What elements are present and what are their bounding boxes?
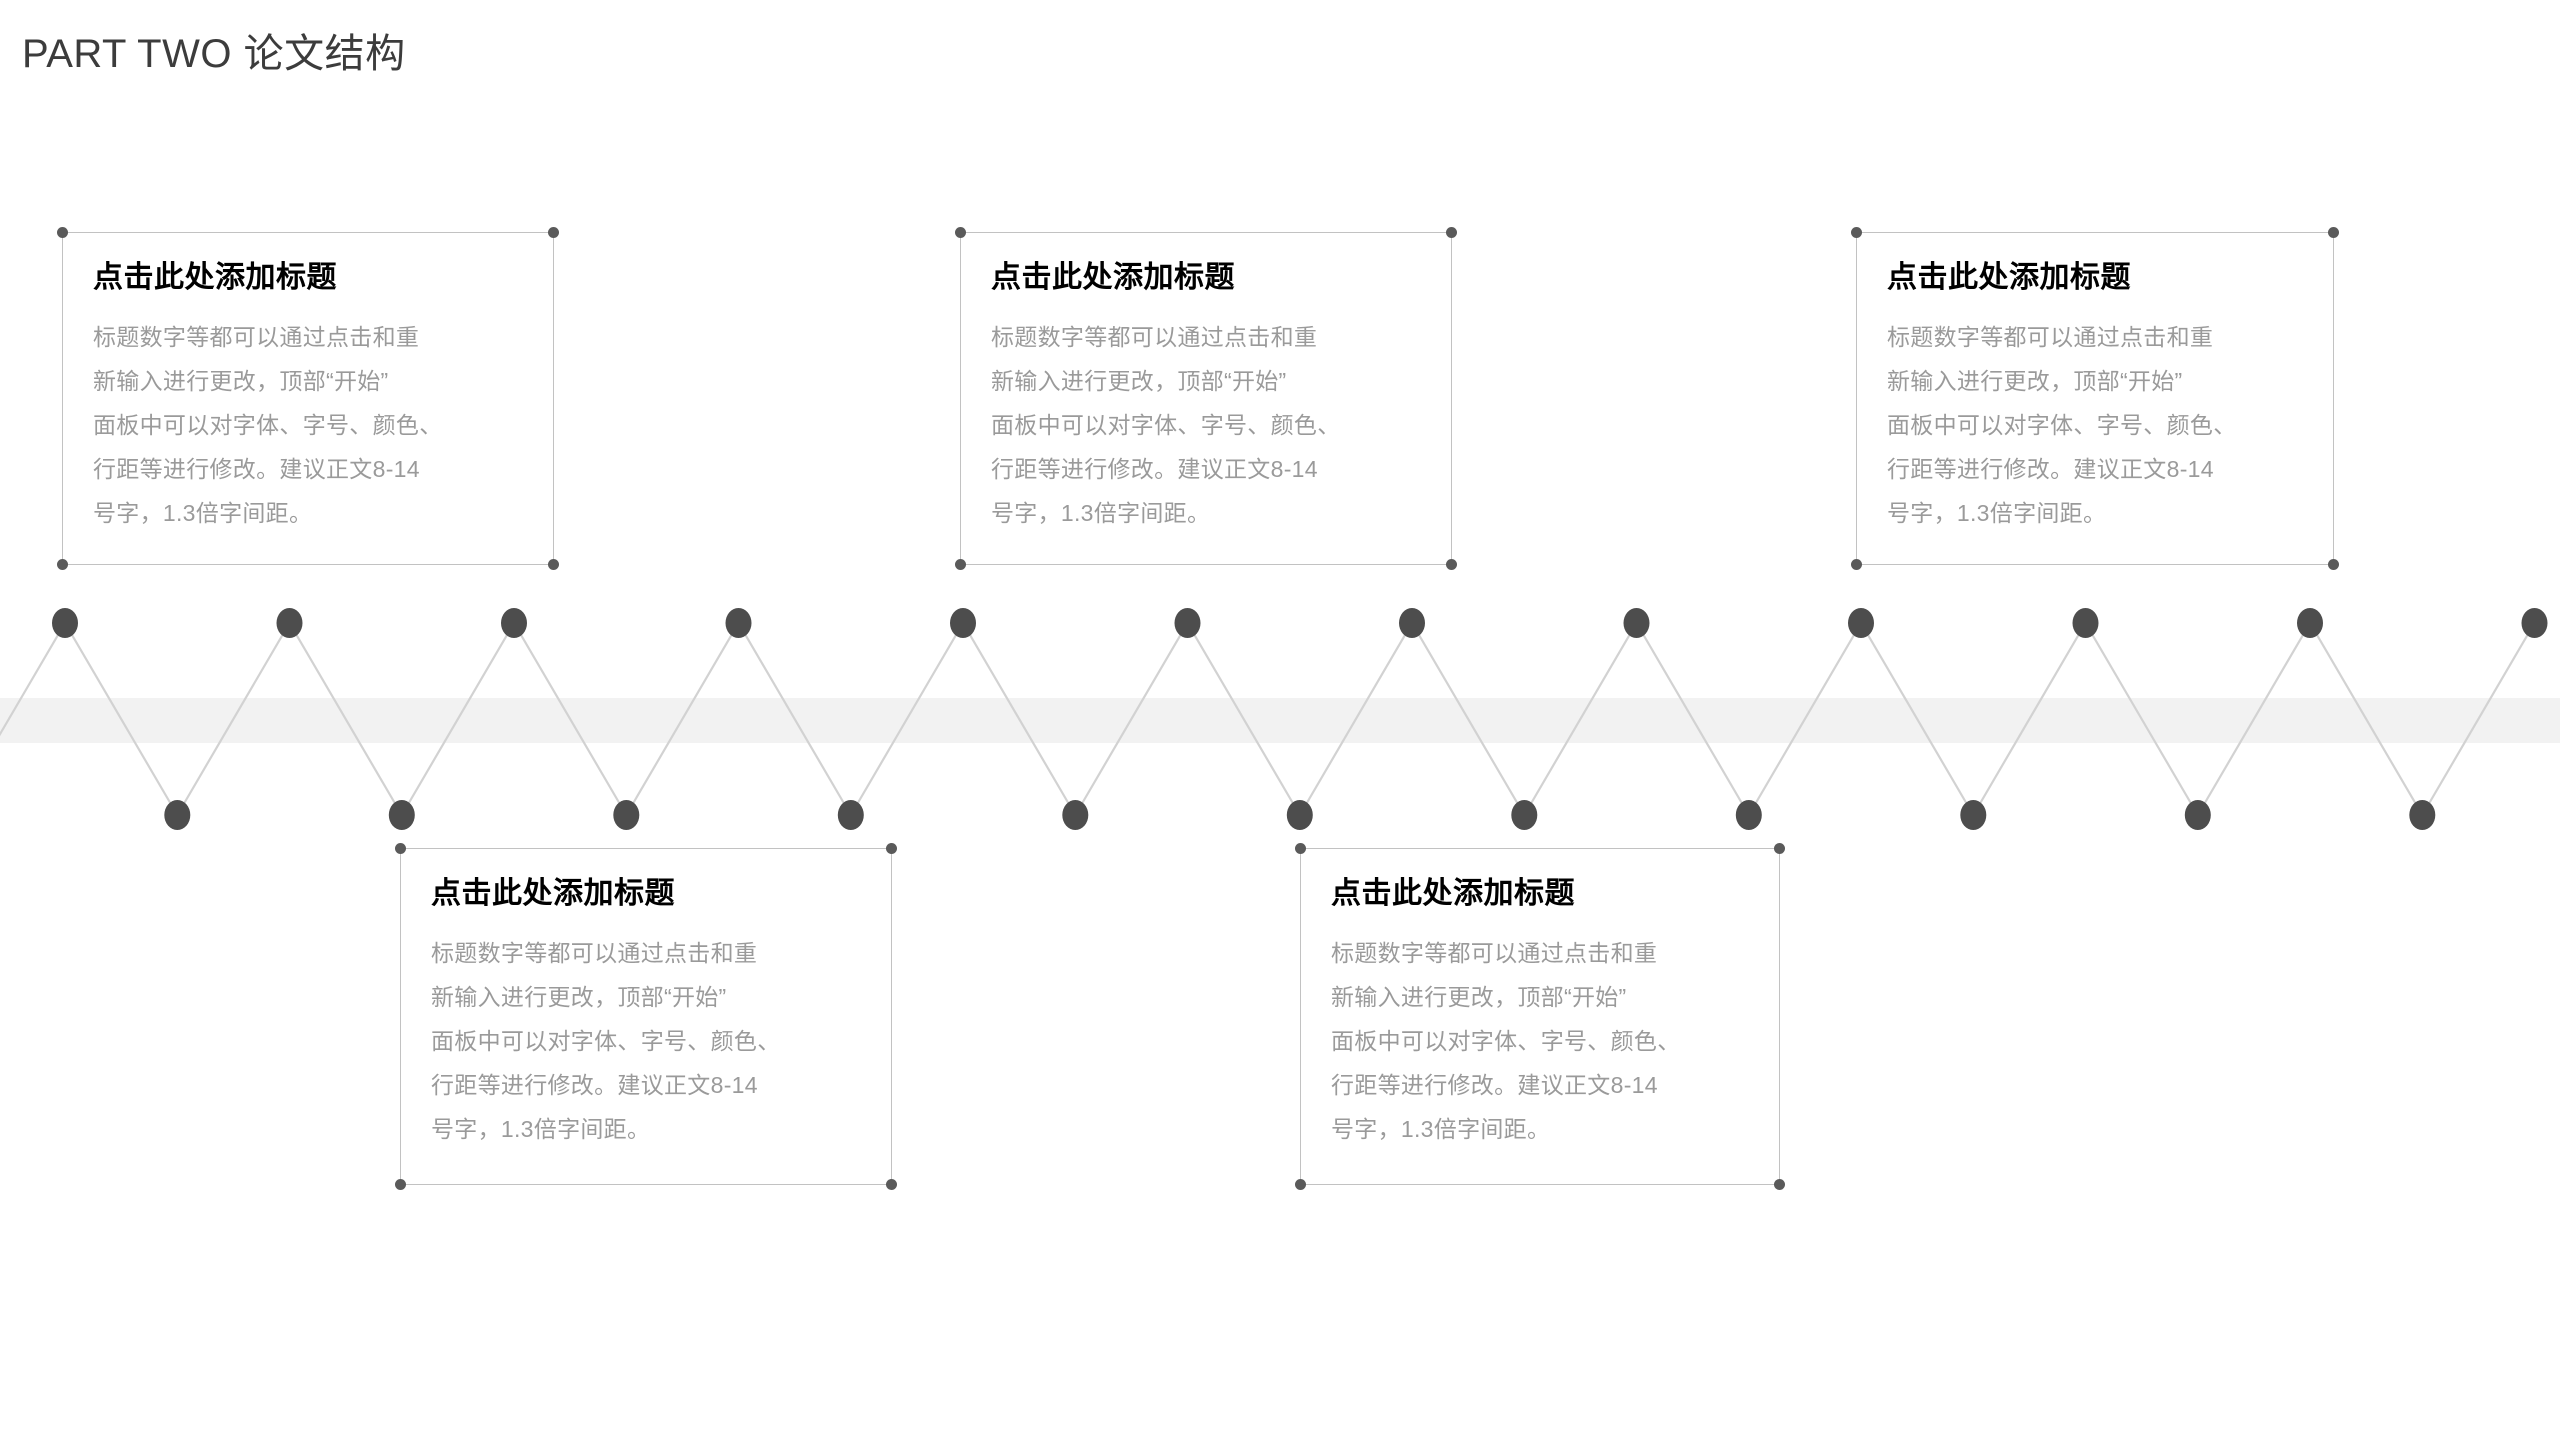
resize-handle-top-right[interactable]	[886, 843, 897, 854]
zigzag-node-bottom[interactable]	[2184, 800, 2211, 830]
resize-handle-top-right[interactable]	[1774, 843, 1785, 854]
body-line: 新输入进行更改，顶部“开始”	[1887, 368, 2183, 394]
zigzag-node-top[interactable]	[1623, 608, 1650, 638]
body-line: 标题数字等都可以通过点击和重	[93, 324, 420, 350]
body-line: 号字，1.3倍字间距。	[93, 500, 313, 526]
zigzag-node-bottom[interactable]	[1286, 800, 1313, 830]
body-line: 行距等进行修改。建议正文8-14	[1887, 456, 2214, 482]
resize-handle-top-left[interactable]	[395, 843, 406, 854]
textbox-4[interactable]: 点击此处添加标题 标题数字等都可以通过点击和重 新输入进行更改，顶部“开始” 面…	[395, 843, 897, 1190]
textbox-body: 标题数字等都可以通过点击和重 新输入进行更改，顶部“开始” 面板中可以对字体、字…	[1887, 315, 2315, 535]
resize-handle-top-left[interactable]	[1295, 843, 1306, 854]
body-line: 新输入进行更改，顶部“开始”	[93, 368, 389, 394]
zigzag-node-bottom[interactable]	[164, 800, 191, 830]
zigzag-node-bottom[interactable]	[1062, 800, 1089, 830]
resize-handle-bottom-right[interactable]	[1774, 1179, 1785, 1190]
zigzag-node-top[interactable]	[725, 608, 752, 638]
textbox-body: 标题数字等都可以通过点击和重 新输入进行更改，顶部“开始” 面板中可以对字体、字…	[93, 315, 535, 535]
zigzag-node-top[interactable]	[1399, 608, 1425, 638]
textbox-body: 标题数字等都可以通过点击和重 新输入进行更改，顶部“开始” 面板中可以对字体、字…	[991, 315, 1433, 535]
zigzag-node-top[interactable]	[2297, 608, 2323, 638]
body-line: 行距等进行修改。建议正文8-14	[431, 1072, 758, 1098]
body-line: 新输入进行更改，顶部“开始”	[991, 368, 1287, 394]
body-line: 标题数字等都可以通过点击和重	[1331, 940, 1658, 966]
resize-handle-top-left[interactable]	[1851, 227, 1862, 238]
resize-handle-top-right[interactable]	[548, 227, 559, 238]
body-line: 行距等进行修改。建议正文8-14	[1331, 1072, 1658, 1098]
textbox-body: 标题数字等都可以通过点击和重 新输入进行更改，顶部“开始” 面板中可以对字体、字…	[1331, 931, 1761, 1151]
resize-handle-top-left[interactable]	[955, 227, 966, 238]
body-line: 标题数字等都可以通过点击和重	[1887, 324, 2214, 350]
horizontal-band	[0, 698, 2560, 743]
resize-handle-bottom-left[interactable]	[395, 1179, 406, 1190]
body-line: 新输入进行更改，顶部“开始”	[1331, 984, 1627, 1010]
zigzag-node-top[interactable]	[2072, 608, 2099, 638]
zigzag-node-top[interactable]	[950, 608, 976, 638]
resize-handle-top-right[interactable]	[1446, 227, 1457, 238]
zigzag-node-bottom[interactable]	[613, 800, 640, 830]
body-line: 标题数字等都可以通过点击和重	[431, 940, 758, 966]
body-line: 面板中可以对字体、字号、颜色、	[1887, 412, 2237, 438]
textbox-1[interactable]: 点击此处添加标题 标题数字等都可以通过点击和重 新输入进行更改，顶部“开始” 面…	[57, 227, 559, 570]
body-line: 面板中可以对字体、字号、颜色、	[93, 412, 443, 438]
resize-handle-bottom-left[interactable]	[955, 559, 966, 570]
zigzag-node-top[interactable]	[501, 608, 527, 638]
page-title: PART TWO 论文结构	[22, 32, 406, 76]
zigzag-node-top[interactable]	[1848, 608, 1874, 638]
body-line: 号字，1.3倍字间距。	[431, 1116, 651, 1142]
resize-handle-bottom-right[interactable]	[2328, 559, 2339, 570]
textbox-heading: 点击此处添加标题	[93, 261, 337, 294]
resize-handle-bottom-right[interactable]	[1446, 559, 1457, 570]
resize-handle-bottom-right[interactable]	[548, 559, 559, 570]
textbox-3[interactable]: 点击此处添加标题 标题数字等都可以通过点击和重 新输入进行更改，顶部“开始” 面…	[1851, 227, 2339, 570]
body-line: 标题数字等都可以通过点击和重	[991, 324, 1318, 350]
resize-handle-bottom-left[interactable]	[57, 559, 68, 570]
textbox-heading: 点击此处添加标题	[1331, 877, 1575, 910]
body-line: 面板中可以对字体、字号、颜色、	[431, 1028, 781, 1054]
textbox-heading: 点击此处添加标题	[991, 261, 1235, 294]
resize-handle-bottom-right[interactable]	[886, 1179, 897, 1190]
body-line: 号字，1.3倍字间距。	[1887, 500, 2107, 526]
textbox-body: 标题数字等都可以通过点击和重 新输入进行更改，顶部“开始” 面板中可以对字体、字…	[431, 931, 873, 1151]
zigzag-node-bottom[interactable]	[388, 800, 415, 830]
resize-handle-bottom-left[interactable]	[1295, 1179, 1306, 1190]
zigzag-node-bottom[interactable]	[837, 800, 864, 830]
zigzag-node-top[interactable]	[1174, 608, 1201, 638]
zigzag-node-top[interactable]	[2521, 608, 2548, 638]
body-line: 新输入进行更改，顶部“开始”	[431, 984, 727, 1010]
body-line: 面板中可以对字体、字号、颜色、	[1331, 1028, 1681, 1054]
textbox-5[interactable]: 点击此处添加标题 标题数字等都可以通过点击和重 新输入进行更改，顶部“开始” 面…	[1295, 843, 1785, 1190]
zigzag-node-bottom[interactable]	[1960, 800, 1987, 830]
textbox-2[interactable]: 点击此处添加标题 标题数字等都可以通过点击和重 新输入进行更改，顶部“开始” 面…	[955, 227, 1457, 570]
body-line: 面板中可以对字体、字号、颜色、	[991, 412, 1341, 438]
zigzag-node-bottom[interactable]	[1735, 800, 1762, 830]
resize-handle-top-left[interactable]	[57, 227, 68, 238]
zigzag-node-top[interactable]	[52, 608, 78, 638]
zigzag-node-top[interactable]	[276, 608, 303, 638]
body-line: 号字，1.3倍字间距。	[991, 500, 1211, 526]
zigzag-node-bottom[interactable]	[2409, 800, 2436, 830]
resize-handle-bottom-left[interactable]	[1851, 559, 1862, 570]
zigzag-node-bottom[interactable]	[1511, 800, 1538, 830]
body-line: 行距等进行修改。建议正文8-14	[991, 456, 1318, 482]
body-line: 行距等进行修改。建议正文8-14	[93, 456, 420, 482]
textbox-heading: 点击此处添加标题	[1887, 261, 2131, 294]
resize-handle-top-right[interactable]	[2328, 227, 2339, 238]
body-line: 号字，1.3倍字间距。	[1331, 1116, 1551, 1142]
textbox-heading: 点击此处添加标题	[431, 877, 675, 910]
